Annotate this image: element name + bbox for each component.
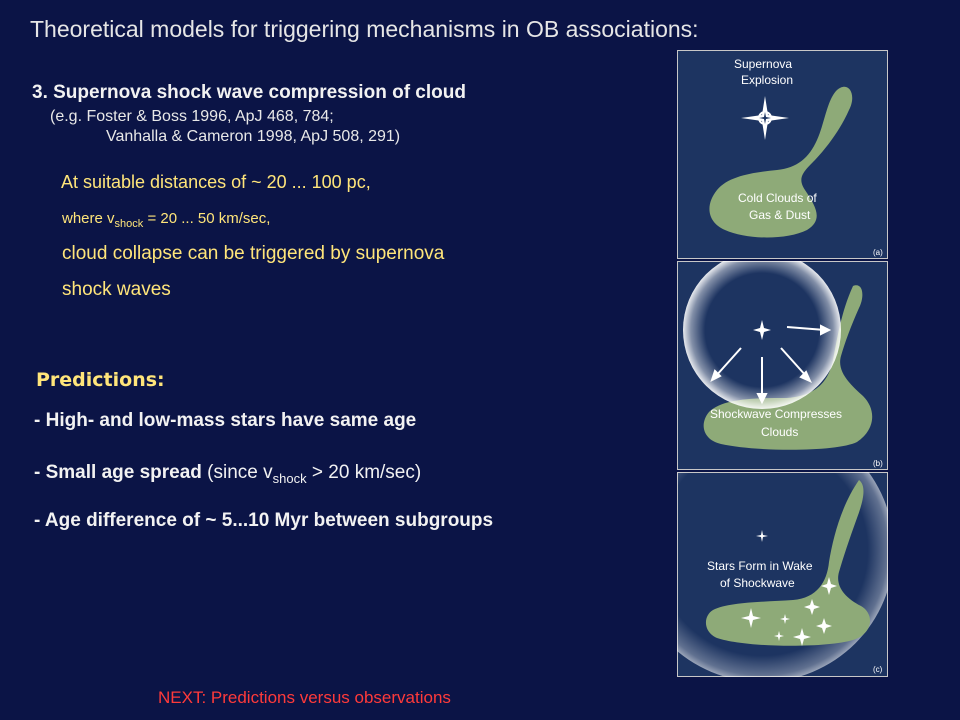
panel-c-label-1: Stars Form in Wake <box>707 559 813 573</box>
panel-b-tag: (b) <box>873 459 883 468</box>
panel-b-cloud <box>703 285 873 450</box>
panel-a-label-2: Explosion <box>741 73 793 87</box>
reference-line-1: (e.g. Foster & Boss 1996, ApJ 468, 784; <box>50 108 334 125</box>
panel-a-cloud-label-1: Cold Clouds of <box>738 191 817 205</box>
distance-condition: At suitable distances of ~ 20 ... 100 pc… <box>61 172 371 192</box>
panel-a-cloud <box>709 86 853 238</box>
prediction-item-2-post: > 20 km/sec) <box>306 462 422 483</box>
shock-arrow-left <box>714 347 742 378</box>
panel-b-label-2: Clouds <box>761 425 798 439</box>
slide-title: Theoretical models for triggering mechan… <box>30 16 699 42</box>
velocity-subscript: shock <box>114 218 144 230</box>
velocity-suffix: = 20 ... 50 km/sec, <box>143 210 271 227</box>
prediction-item-3: - Age difference of ~ 5...10 Myr between… <box>34 510 494 531</box>
panel-c-label-2: of Shockwave <box>720 576 795 590</box>
panel-a-cloud-label-2: Gas & Dust <box>749 208 811 222</box>
panel-a: Supernova Explosion Cold Clouds of Gas &… <box>677 50 888 259</box>
predictions-title: Predictions: <box>36 369 165 391</box>
supernova-diagram: Supernova Explosion Cold Clouds of Gas &… <box>677 50 888 677</box>
reference-line-2: Vanhalla & Cameron 1998, ApJ 508, 291) <box>106 128 401 145</box>
supernova-star-icon <box>741 96 789 140</box>
prediction-item-2-pre: (since v <box>201 462 273 483</box>
new-stars-icon <box>741 577 837 646</box>
section-heading: 3. Supernova shock wave compression of c… <box>32 82 466 103</box>
shock-arrow-right <box>786 326 826 331</box>
shock-arrow-down-right <box>780 347 808 378</box>
panel-c-star-icon <box>756 530 768 542</box>
panel-a-tag: (a) <box>873 248 883 257</box>
panel-c-cloud <box>705 480 871 646</box>
prediction-item-2-sub: shock <box>272 471 307 486</box>
panel-b-star-icon <box>753 320 771 340</box>
prediction-item-2-bold: - Small age spread <box>34 462 202 483</box>
collapse-text-line-2: shock waves <box>62 279 171 300</box>
prediction-item-1: - High- and low-mass stars have same age <box>34 410 417 431</box>
panel-c: Stars Form in Wake of Shockwave (c) <box>677 472 888 677</box>
panel-c-tag: (c) <box>873 665 883 674</box>
velocity-prefix: where v <box>62 210 115 227</box>
panel-b-label-1: Shockwave Compresses <box>710 407 842 421</box>
panel-a-label-1: Supernova <box>734 57 792 71</box>
panel-b: Shockwave Compresses Clouds (b) <box>677 261 888 470</box>
next-link[interactable]: NEXT: Predictions versus observations <box>158 688 451 707</box>
velocity-condition: where vshock = 20 ... 50 km/sec, <box>62 210 270 230</box>
prediction-item-2: - Small age spread (since vshock > 20 km… <box>34 462 421 486</box>
collapse-text-line-1: cloud collapse can be triggered by super… <box>62 243 445 264</box>
